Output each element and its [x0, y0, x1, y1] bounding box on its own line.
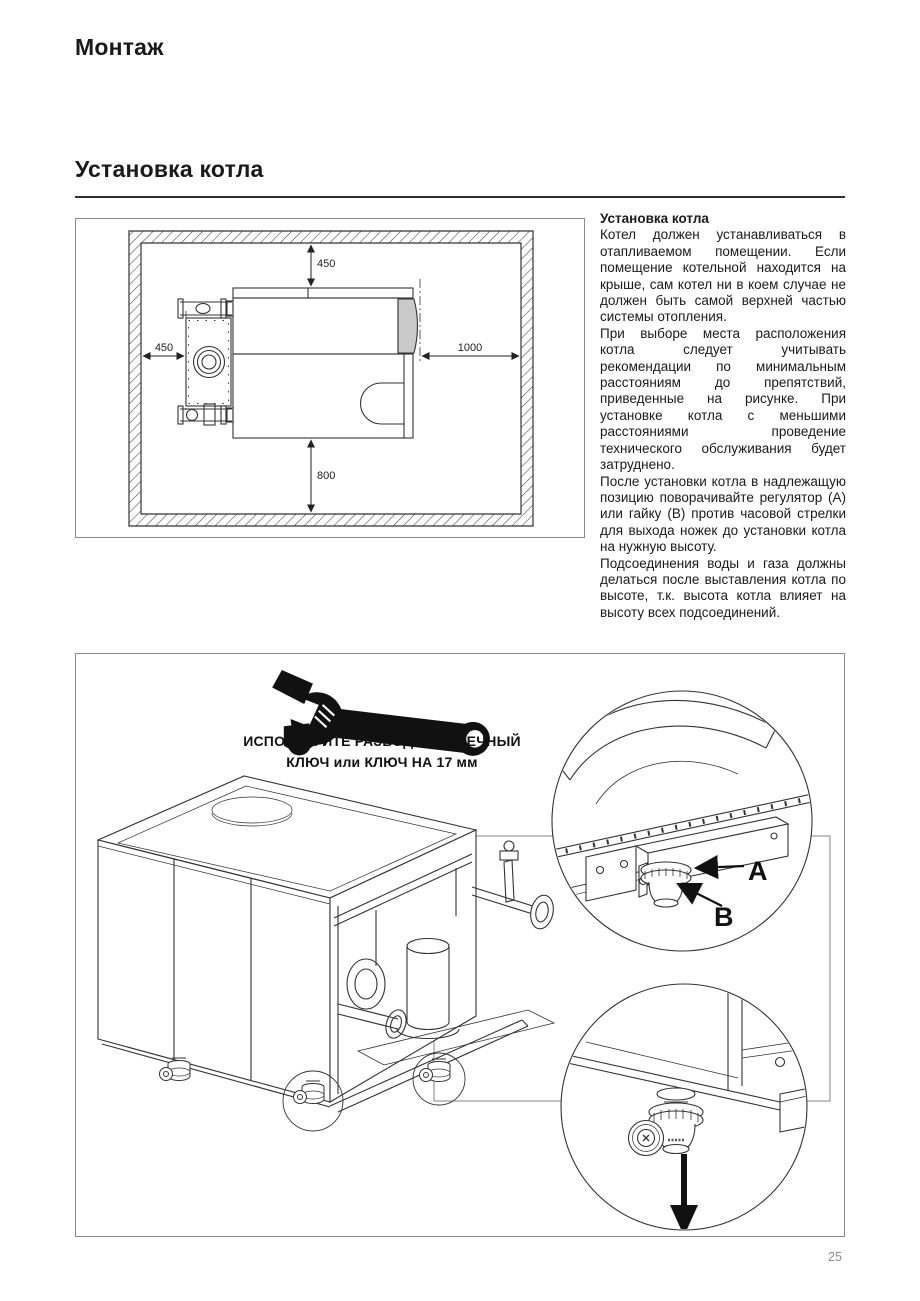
- instruction-text: Установка котла Котел должен устанавлива…: [600, 211, 846, 621]
- boiler-isometric: [96, 775, 556, 1132]
- figure-caption-line2: КЛЮЧ или КЛЮЧ НА 17 мм: [286, 754, 477, 770]
- room-walls: [128, 230, 534, 527]
- boiler-interior: [333, 840, 556, 1094]
- article-paragraph-3: После установки котла в надлежащую позиц…: [600, 473, 846, 555]
- caster-foot-right: [419, 1058, 451, 1082]
- callout-label-b: B: [714, 902, 734, 932]
- dimension-right-label: 1000: [458, 342, 482, 354]
- dimension-left-label: 450: [155, 342, 173, 354]
- boiler-panel-shaded: [397, 298, 419, 354]
- clearance-diagram: 450 800 450 1000: [75, 218, 585, 538]
- callout-detail-bottom: [560, 983, 808, 1231]
- foot-highlight-circle-right: [412, 1052, 466, 1106]
- article-paragraph-1: Котел должен устанавливаться в отапливае…: [600, 227, 846, 325]
- pipe-bottom-left: [177, 403, 234, 426]
- article-paragraph-4: Подсоединения воды и газа должны делатьс…: [600, 555, 846, 620]
- boiler-top-view: [177, 279, 421, 439]
- page-header: Монтаж: [75, 34, 164, 60]
- callout-label-a: A: [748, 856, 768, 886]
- callout-detail-top: A B: [551, 690, 813, 952]
- wrench-icon: [264, 670, 490, 756]
- arrow-a: [693, 854, 745, 880]
- page-number: 25: [828, 1250, 842, 1264]
- figure-caption-line1: ИСПОЛЬЗУЙТЕ РАЗВОДНОЙ ГАЕЧНЫЙ: [243, 732, 521, 749]
- arrow-b: [676, 883, 723, 907]
- adjustable-foot-detail: [638, 861, 692, 908]
- clearance-diagram-svg: 450 800 450 1000: [128, 230, 534, 527]
- installation-figure-svg: ИСПОЛЬЗУЙТЕ РАЗВОДНОЙ ГАЕЧНЫЙ КЛЮЧ или К…: [96, 670, 831, 1231]
- pipe-top-left: [177, 298, 234, 319]
- caster-detail: [627, 1087, 704, 1157]
- article-heading: Установка котла: [600, 211, 709, 226]
- foot-highlight-circle-left: [282, 1070, 344, 1132]
- section-title: Установка котла: [75, 156, 264, 182]
- installation-figure: ИСПОЛЬЗУЙТЕ РАЗВОДНОЙ ГАЕЧНЫЙ КЛЮЧ или К…: [75, 653, 845, 1237]
- dimension-top-label: 450: [317, 258, 335, 270]
- dimension-lines: [142, 244, 520, 513]
- article-paragraph-2: При выборе места расположения котла след…: [600, 325, 846, 473]
- down-arrow: [670, 1154, 698, 1229]
- dimension-bottom-label: 800: [317, 470, 335, 482]
- section-divider: [75, 196, 845, 198]
